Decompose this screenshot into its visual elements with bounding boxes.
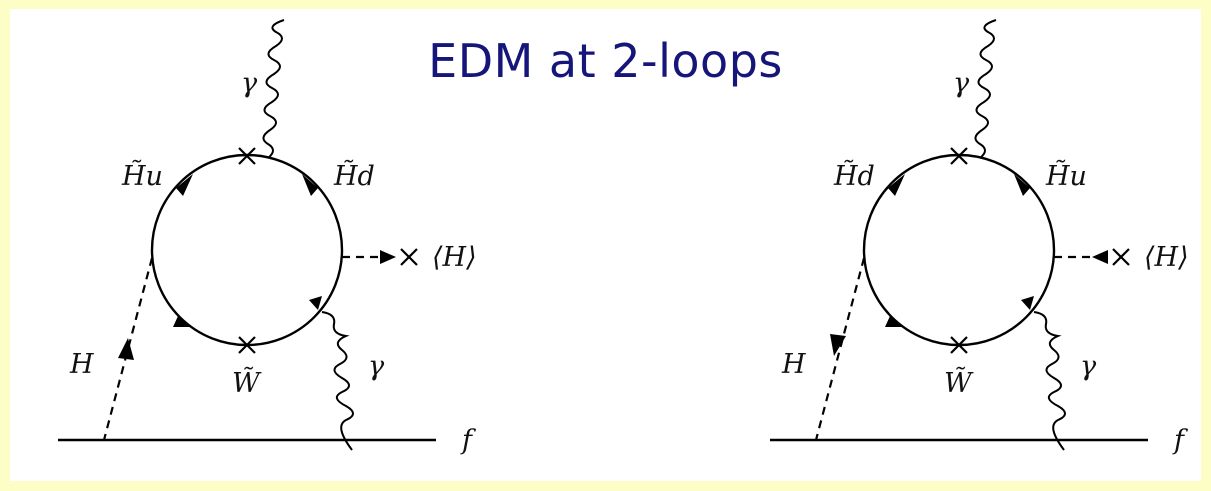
label-loop-top-left: H̃u (121, 159, 163, 192)
higgs-arrow (118, 338, 134, 360)
loop-arrow-bottom-right (309, 296, 322, 310)
label-vev: ⟨H⟩ (1144, 242, 1189, 273)
label-loop-top-right: H̃d (333, 159, 375, 192)
label-loop-top-right: H̃u (1045, 159, 1087, 192)
loop-arrow-top-left (888, 174, 905, 196)
loop-arrow-top-right (1014, 174, 1030, 196)
fermion-loop (150, 153, 344, 347)
fermion-loop (862, 153, 1056, 347)
photon-bottom (1033, 311, 1066, 451)
higgs-arrow (830, 334, 846, 356)
slide-background (10, 9, 1201, 481)
loop-arrow-bottom-left (885, 316, 905, 327)
photon-top (262, 19, 285, 159)
vev-cross (400, 248, 418, 266)
diagram-1: γ H̃u H̃d ⟨H⟩ H W̃ γ f (58, 19, 477, 456)
loop-arrow-bottom-left (173, 316, 193, 327)
label-higgs: H (69, 349, 94, 380)
vev-arrow (380, 250, 396, 264)
label-wino: W̃ (232, 366, 262, 399)
mass-insertion-top (238, 147, 256, 165)
label-higgs: H (781, 349, 806, 380)
higgs-line (814, 257, 866, 441)
label-gamma-bottom: γ (368, 351, 385, 382)
mass-insertion-bottom (238, 336, 256, 354)
label-fermion: f (460, 425, 476, 456)
vev-cross (1112, 248, 1130, 266)
loop-arrow-top-right (302, 174, 318, 196)
label-wino: W̃ (944, 366, 974, 399)
loop-arrow-top-left (176, 174, 193, 196)
label-vev: ⟨H⟩ (432, 242, 477, 273)
mass-insertion-bottom (950, 336, 968, 354)
slide-title: EDM at 2-loops (428, 34, 783, 88)
label-gamma-bottom: γ (1080, 351, 1097, 382)
higgs-line (102, 257, 154, 441)
mass-insertion-top (950, 147, 968, 165)
photon-bottom (321, 311, 354, 451)
photon-top (974, 19, 997, 159)
label-gamma-top: γ (241, 68, 258, 99)
label-gamma-top: γ (953, 68, 970, 99)
vev-arrow (1092, 250, 1108, 264)
diagram-2: γ H̃d H̃u ⟨H⟩ H W̃ γ f (770, 19, 1189, 456)
loop-arrow-bottom-right (1021, 296, 1034, 310)
label-fermion: f (1172, 425, 1188, 456)
label-loop-top-left: H̃d (833, 159, 875, 192)
